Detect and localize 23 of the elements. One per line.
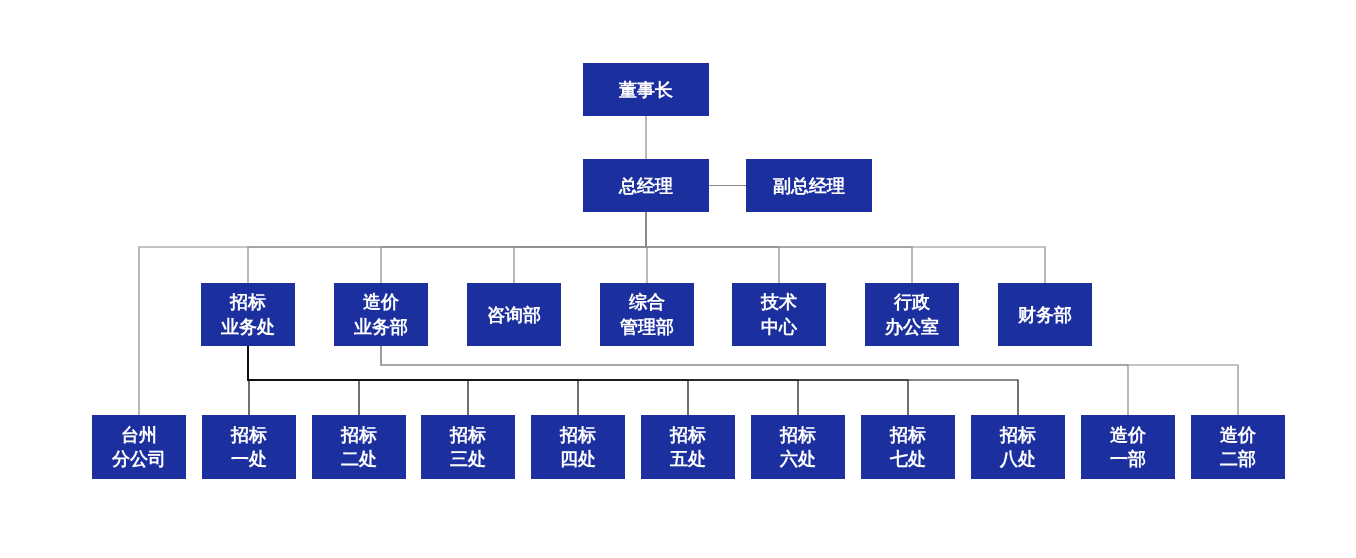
org-unit-box: 招标二处: [312, 415, 406, 479]
org-unit-box: 招标六处: [751, 415, 845, 479]
org-unit-box: 财务部: [998, 283, 1092, 346]
org-unit-box: 招标八处: [971, 415, 1065, 479]
connector-line: [645, 115, 647, 160]
org-unit-box: 总经理: [583, 159, 709, 212]
org-unit-box: 董事长: [583, 63, 709, 116]
org-unit-box: 招标七处: [861, 415, 955, 479]
org-unit-box: 行政办公室: [865, 283, 959, 346]
org-unit-box: 招标五处: [641, 415, 735, 479]
org-unit-box: 招标一处: [202, 415, 296, 479]
org-unit-box: 招标三处: [421, 415, 515, 479]
connector-line: [708, 184, 747, 187]
org-unit-box: 招标四处: [531, 415, 625, 479]
org-unit-box: 台州分公司: [92, 415, 186, 479]
org-unit-box: 造价一部: [1081, 415, 1175, 479]
org-unit-box: 咨询部: [467, 283, 561, 346]
org-unit-box: 副总经理: [746, 159, 872, 212]
org-unit-box: 造价二部: [1191, 415, 1285, 479]
org-unit-box: 综合管理部: [600, 283, 694, 346]
org-unit-box: 造价业务部: [334, 283, 428, 346]
org-unit-box: 招标业务处: [201, 283, 295, 346]
org-unit-box: 技术中心: [732, 283, 826, 346]
